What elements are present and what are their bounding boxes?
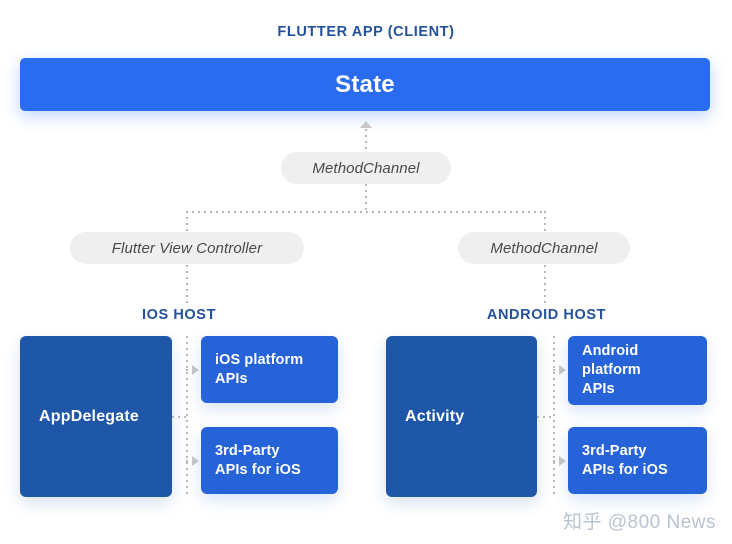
ios-host-section-title: IOS HOST	[141, 307, 217, 323]
arrow-up-to-state-icon	[360, 121, 372, 128]
method-channel-right-pill: MethodChannel	[458, 232, 630, 264]
arrow-right-ios-platform-icon	[192, 365, 199, 375]
ios-platform-apis-box: iOS platform APIs	[201, 336, 338, 403]
activity-box-label: Activity	[405, 407, 465, 425]
connector-bus-to-methodchannel-right	[544, 211, 546, 233]
ios-platform-apis-label: iOS platform APIs	[215, 351, 304, 387]
android-platform-apis-label: Android platform APIs	[582, 343, 641, 397]
activity-box: Activity	[386, 336, 537, 497]
flutter-view-controller-label: Flutter View Controller	[111, 239, 263, 257]
connector-bus-to-flutter-view-controller	[186, 211, 188, 233]
connector-horizontal-bus	[186, 211, 546, 213]
connector-appdelegate-to-bus	[172, 416, 188, 418]
android-platform-apis-box: Android platform APIs	[568, 336, 707, 405]
connector-state-to-methodchannel	[365, 129, 367, 152]
ios-third-party-apis-box: 3rd-Party APIs for iOS	[201, 427, 338, 494]
android-third-party-apis-label: 3rd-Party APIs for iOS	[582, 442, 668, 478]
connector-bus-to-android-3rd-party	[553, 460, 561, 462]
connector-bus-to-ios-3rd-party	[186, 460, 194, 462]
arrow-right-ios-3rd-party-icon	[192, 456, 199, 466]
connector-flutter-view-controller-to-ios-host	[186, 265, 188, 305]
arrow-right-android-platform-icon	[559, 365, 566, 375]
connector-activity-to-bus	[537, 416, 555, 418]
flutter-view-controller-pill: Flutter View Controller	[70, 232, 304, 264]
connector-methodchannel-right-to-android-host	[544, 265, 546, 305]
method-channel-top-pill: MethodChannel	[281, 152, 451, 184]
state-box: State	[20, 58, 710, 111]
connector-methodchannel-to-bus	[365, 184, 367, 212]
ios-third-party-apis-label: 3rd-Party APIs for iOS	[215, 442, 301, 478]
method-channel-top-label: MethodChannel	[312, 159, 420, 177]
appdelegate-box-label: AppDelegate	[39, 407, 139, 425]
connector-bus-to-ios-platform	[186, 369, 194, 371]
flutter-app-section-title: FLUTTER APP (CLIENT)	[277, 24, 455, 40]
appdelegate-box: AppDelegate	[20, 336, 172, 497]
arrow-right-android-3rd-party-icon	[559, 456, 566, 466]
state-box-label: State	[335, 70, 395, 98]
watermark-text: 知乎 @800 News	[562, 512, 716, 533]
method-channel-right-label: MethodChannel	[490, 239, 598, 257]
android-third-party-apis-box: 3rd-Party APIs for iOS	[568, 427, 707, 494]
android-host-section-title: ANDROID HOST	[486, 307, 607, 323]
connector-bus-to-android-platform	[553, 369, 561, 371]
